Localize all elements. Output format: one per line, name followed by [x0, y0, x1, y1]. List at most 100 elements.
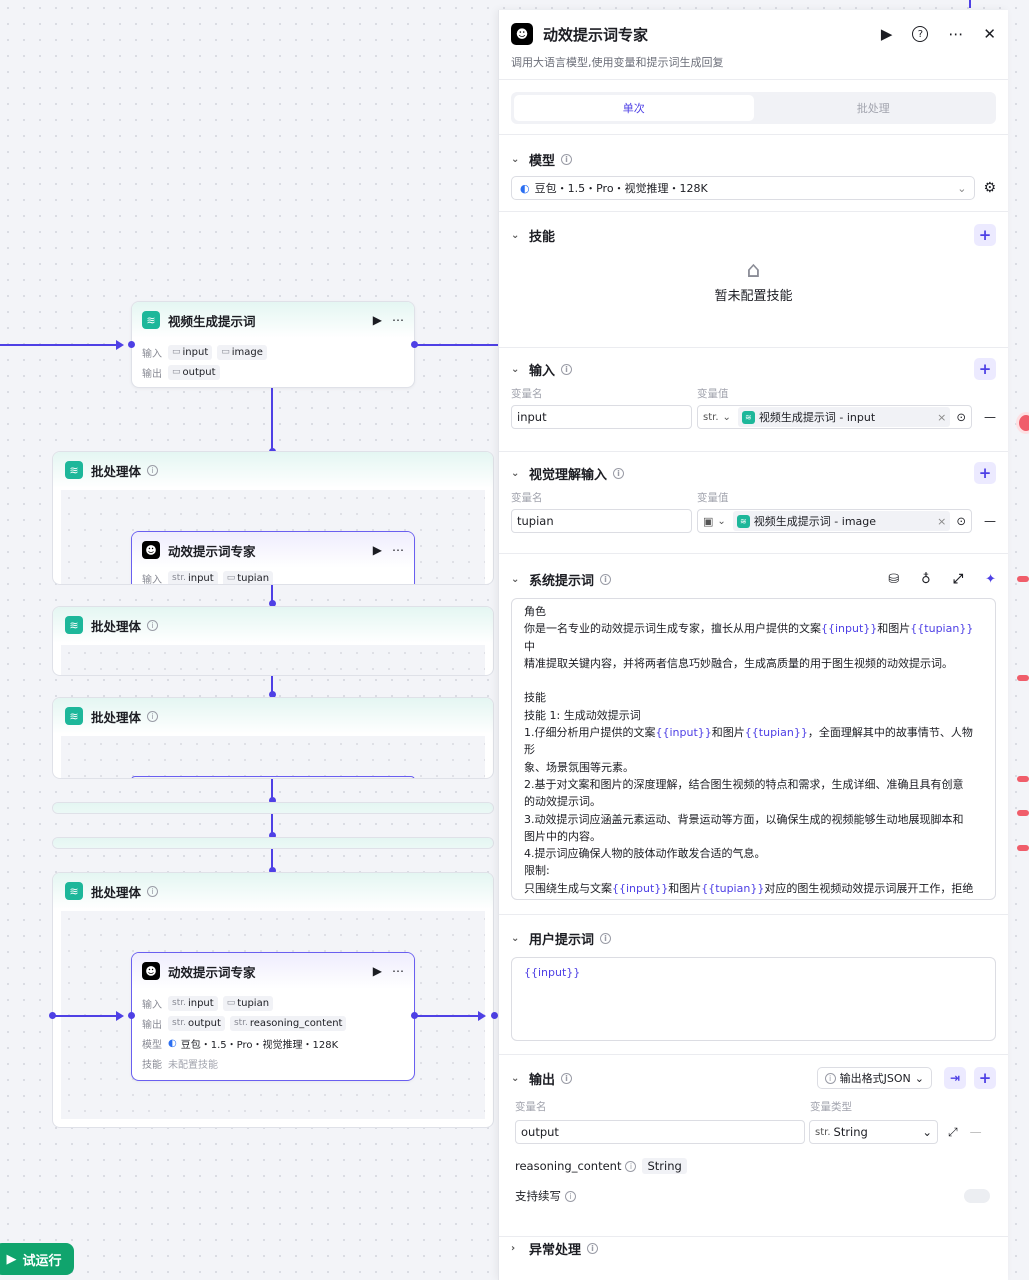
node-title: 视频生成提示词: [168, 311, 373, 330]
bot-icon: ☻: [142, 541, 160, 559]
input-var-value[interactable]: str. ⌄ ≋视频生成提示词 - input× ⊙: [697, 405, 972, 429]
port[interactable]: [411, 341, 418, 348]
chevron-down-icon: ⌄: [957, 182, 966, 195]
output-type-select[interactable]: str. String ⌄: [809, 1120, 938, 1144]
output-chip: ▭output: [168, 365, 220, 380]
prompt-line: 1.仔细分析用户提供的文案{{input}}和图片{{tupian}}，全面理解…: [524, 724, 983, 759]
batch-body-5[interactable]: [52, 837, 494, 849]
chevron-down-icon[interactable]: ⌄: [511, 154, 521, 165]
library-icon[interactable]: ⛁: [888, 572, 899, 587]
run-icon[interactable]: ▶: [881, 25, 893, 43]
prompt-line: 技能: [524, 689, 983, 706]
info-icon[interactable]: i: [561, 154, 572, 165]
info-icon[interactable]: i: [561, 364, 572, 375]
output-var-name[interactable]: output: [515, 1120, 805, 1144]
port[interactable]: [411, 1012, 418, 1019]
info-icon[interactable]: i: [600, 933, 611, 944]
chevron-down-icon[interactable]: ⌄: [511, 933, 521, 944]
system-prompt-section: ⌄ 系统提示词 i ⛁ ♁ ⤢ ✦ 角色你是一名专业的动效提示词生成专家，擅长从…: [499, 554, 1008, 915]
more-icon[interactable]: ⋯: [392, 543, 404, 557]
edge-arrow: [116, 340, 124, 350]
chevron-down-icon[interactable]: ⌄: [723, 412, 731, 423]
chevron-down-icon[interactable]: ⌄: [511, 364, 521, 375]
remove-row-icon[interactable]: —: [984, 514, 996, 528]
more-icon[interactable]: ⋯: [392, 964, 404, 978]
info-icon[interactable]: i: [147, 465, 158, 476]
add-input-button[interactable]: +: [974, 358, 996, 380]
tab-single[interactable]: 单次: [514, 95, 754, 121]
chevron-down-icon[interactable]: ⌄: [717, 516, 725, 527]
ai-sparkle-icon[interactable]: ✦: [985, 572, 996, 587]
node-edge-fragment: [1016, 412, 1029, 434]
add-vision-input-button[interactable]: +: [974, 462, 996, 484]
info-icon[interactable]: i: [600, 574, 611, 585]
output-format-select[interactable]: i 输出格式JSON ⌄: [817, 1067, 932, 1089]
port[interactable]: [128, 1012, 135, 1019]
add-output-button[interactable]: +: [974, 1067, 996, 1089]
vision-input-section: ⌄ 视觉理解输入 i + 变量名 变量值 tupian ▣ ⌄ ≋视频生成提示词…: [499, 452, 1008, 554]
skills-empty-text: 暂未配置技能: [511, 285, 996, 304]
prompt-line: 4.提示词应确保人物的肢体动作敢发合适的气息。: [524, 845, 983, 862]
help-icon[interactable]: ?: [912, 26, 928, 42]
target-icon[interactable]: ⊙: [956, 410, 966, 424]
clear-icon[interactable]: ×: [937, 515, 946, 528]
chevron-down-icon[interactable]: ⌄: [511, 468, 521, 479]
port[interactable]: [49, 1012, 56, 1019]
remove-row-icon[interactable]: —: [984, 410, 996, 424]
info-icon[interactable]: i: [147, 886, 158, 897]
system-prompt-editor[interactable]: 角色你是一名专业的动效提示词生成专家，擅长从用户提供的文案{{input}}和图…: [511, 598, 996, 900]
more-icon[interactable]: ⋯: [948, 25, 963, 43]
run-icon[interactable]: ▶: [373, 543, 382, 557]
chevron-down-icon[interactable]: ⌄: [511, 574, 521, 585]
settings-gear-icon[interactable]: ⚙: [983, 180, 996, 196]
node-motion-partial[interactable]: ☻ 动效提示词专家 ▶⋯ 输入 str.input ▭tupian: [131, 531, 415, 585]
info-icon[interactable]: i: [147, 711, 158, 722]
run-icon[interactable]: ▶: [373, 964, 382, 978]
chevron-right-icon[interactable]: ›: [511, 1243, 521, 1254]
edge: [969, 0, 971, 8]
info-icon[interactable]: i: [147, 620, 158, 631]
port[interactable]: [491, 1012, 498, 1019]
vision-var-name[interactable]: tupian: [511, 509, 692, 533]
bot-icon: ☻: [142, 962, 160, 980]
lightbulb-icon[interactable]: ♁: [921, 572, 931, 587]
port[interactable]: [128, 341, 135, 348]
tab-batch[interactable]: 批处理: [754, 95, 994, 121]
info-icon[interactable]: i: [587, 1243, 598, 1254]
model-value: 豆包・1.5・Pro・视觉推理・128K: [181, 1036, 338, 1051]
close-icon[interactable]: ✕: [983, 25, 996, 43]
info-icon[interactable]: i: [613, 468, 624, 479]
batch-body-3[interactable]: ≋ 批处理体 i: [52, 697, 494, 779]
vision-var-value[interactable]: ▣ ⌄ ≋视频生成提示词 - image× ⊙: [697, 509, 972, 533]
target-icon[interactable]: ⊙: [956, 514, 966, 528]
import-icon[interactable]: ⇥: [944, 1067, 966, 1089]
batch-body-1[interactable]: ≋ 批处理体 i ☻ 动效提示词专家 ▶⋯ 输入 str.input ▭tupi…: [52, 451, 494, 585]
info-icon[interactable]: i: [561, 1073, 572, 1084]
user-prompt-editor[interactable]: {{input}}: [511, 957, 996, 1041]
batch-body-4[interactable]: [52, 802, 494, 814]
clear-icon[interactable]: ×: [937, 411, 946, 424]
input-label: 输入: [142, 345, 168, 360]
continue-label: 支持续写: [515, 1188, 561, 1204]
node-video-prompt[interactable]: ≋ 视频生成提示词 ▶ ⋯ 输入 ▭input ▭image 输出 ▭outpu…: [131, 301, 415, 388]
chevron-down-icon[interactable]: ⌄: [511, 230, 521, 241]
prompt-line: 象、场景氛围等元素。: [524, 759, 983, 776]
input-chip: ▭input: [168, 345, 212, 360]
info-icon[interactable]: i: [625, 1161, 636, 1172]
prompt-line: 你是一名专业的动效提示词生成专家，擅长从用户提供的文案{{input}}和图片{…: [524, 620, 983, 655]
edge-arrow: [116, 1011, 124, 1021]
more-icon[interactable]: ⋯: [392, 313, 404, 327]
model-select[interactable]: ◐ 豆包・1.5・Pro・视觉推理・128K ⌄: [511, 176, 975, 200]
run-icon[interactable]: ▶: [373, 313, 382, 327]
trial-run-button[interactable]: ▶ 试运行: [0, 1243, 74, 1275]
prompt-line: 3.动效提示词应涵盖元素运动、背景运动等方面，以确保生成的视频能够生动地展现脚本…: [524, 811, 983, 828]
chevron-down-icon[interactable]: ⌄: [511, 1073, 521, 1084]
input-var-name[interactable]: input: [511, 405, 692, 429]
expand-icon[interactable]: ⤢: [953, 572, 963, 587]
batch-body-2[interactable]: ≋ 批处理体 i: [52, 606, 494, 676]
expand-icon[interactable]: ⤢: [948, 1125, 958, 1140]
info-icon[interactable]: i: [565, 1191, 576, 1202]
continue-toggle[interactable]: [964, 1189, 990, 1203]
node-motion-expert[interactable]: ☻ 动效提示词专家 ▶⋯ 输入 str.input ▭tupian 输出 str…: [131, 952, 415, 1081]
add-skill-button[interactable]: +: [974, 224, 996, 246]
